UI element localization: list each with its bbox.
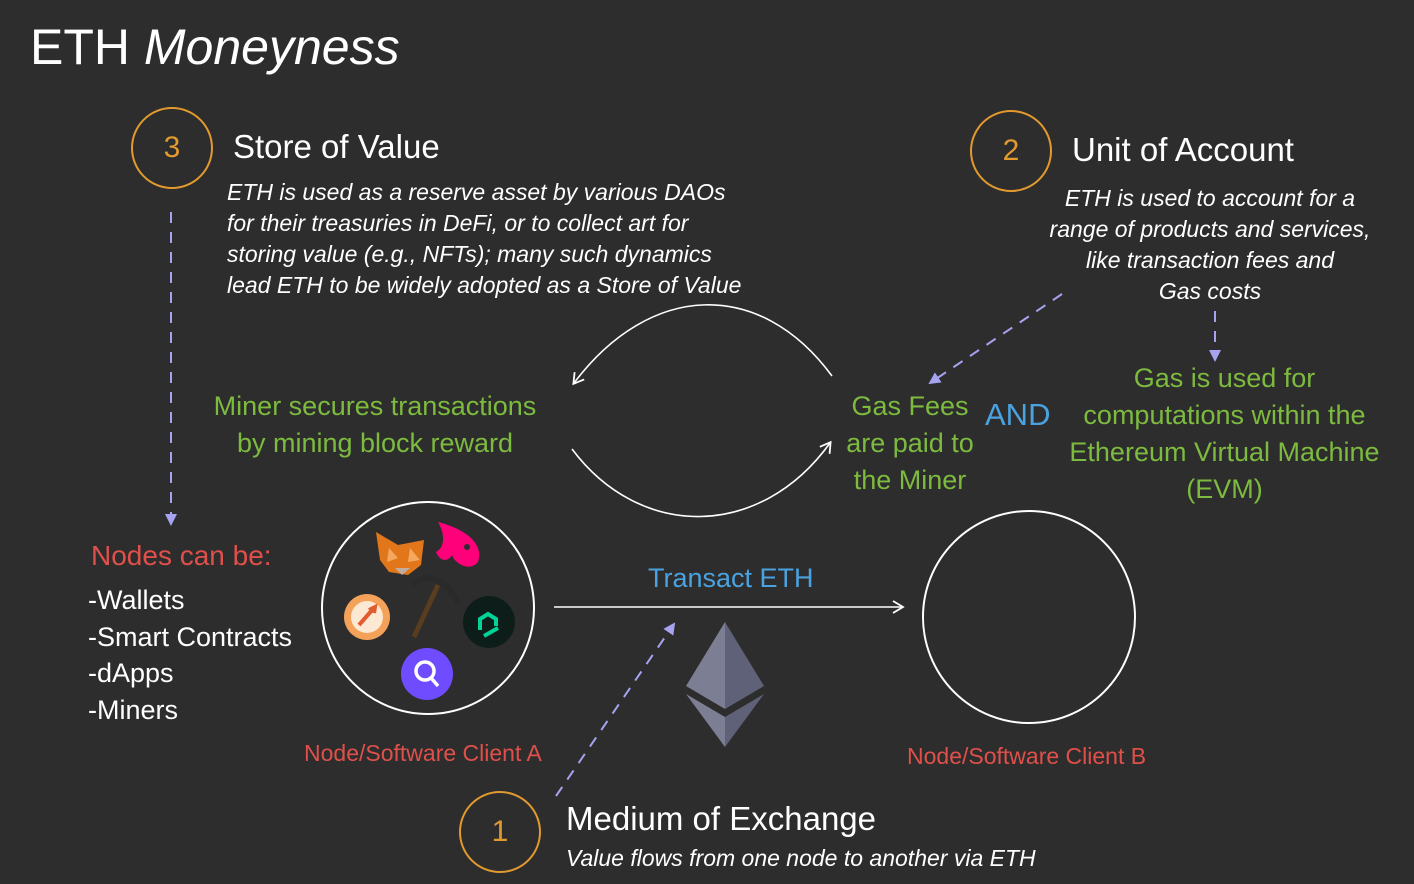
and-label: AND xyxy=(985,397,1051,432)
pickaxe-icon xyxy=(410,575,462,639)
gas-used-line: (EVM) xyxy=(1186,474,1263,504)
title-main: ETH xyxy=(30,19,130,75)
compound-icon xyxy=(463,596,515,648)
nodes-list-item: -Wallets xyxy=(88,585,185,615)
sov-line: lead ETH to be widely adopted as a Store… xyxy=(227,272,742,298)
uniswap-unicorn-icon xyxy=(436,522,480,567)
nodes-list-item: -dApps xyxy=(88,658,174,688)
number-3-circle: 3 xyxy=(131,107,213,189)
dashed-arrow-medium-to-transact xyxy=(555,622,676,797)
transact-eth-label: Transact ETH xyxy=(648,563,814,593)
medium-of-exchange-description: Value flows from one node to another via… xyxy=(566,845,1036,871)
sov-line: ETH is used as a reserve asset by variou… xyxy=(227,179,726,205)
store-of-value-description: ETH is used as a reserve asset by variou… xyxy=(227,177,827,301)
client-b-label: Node/Software Client B xyxy=(907,743,1147,769)
nodes-heading: Nodes can be: xyxy=(91,540,272,571)
miner-line: Miner secures transactions xyxy=(213,391,537,421)
nodes-list-item: -Miners xyxy=(88,694,179,725)
title-italic: Moneyness xyxy=(143,19,400,75)
dashed-arrow-unit-to-gasfees xyxy=(928,293,1063,385)
metamask-fox-icon xyxy=(376,532,424,575)
gas-used-line: Gas is used for xyxy=(1133,363,1316,393)
client-a-label: Node/Software Client A xyxy=(304,740,542,766)
number-3: 3 xyxy=(163,131,181,164)
unit-of-account-heading: Unit of Account xyxy=(1072,131,1294,168)
gas-fees-text: Gas Fees are paid to the Miner xyxy=(830,388,990,499)
miner-line: by mining block reward xyxy=(236,428,514,458)
uoa-line: like transaction fees and xyxy=(1085,247,1335,273)
gas-used-text: Gas is used for computations within the … xyxy=(1052,360,1397,508)
number-2: 2 xyxy=(1002,134,1020,167)
curve-arrow-bottom xyxy=(571,440,832,518)
medium-of-exchange-heading: Medium of Exchange xyxy=(566,800,877,837)
sov-line: for their treasuries in DeFi, or to coll… xyxy=(227,210,689,236)
page-title: ETH Moneyness xyxy=(30,18,400,76)
curve-arrow-top xyxy=(572,304,833,386)
uoa-line: ETH is used to account for a xyxy=(1064,185,1356,211)
node-client-b-circle xyxy=(922,510,1136,724)
gas-used-line: Ethereum Virtual Machine xyxy=(1069,437,1380,467)
uoa-line: range of products and services, xyxy=(1049,216,1371,242)
store-of-value-heading: Store of Value xyxy=(233,128,440,165)
uoa-line: Gas costs xyxy=(1158,278,1262,304)
number-2-circle: 2 xyxy=(970,110,1052,192)
gas-fees-line: are paid to xyxy=(846,428,974,458)
nodes-list: -Wallets -Smart Contracts -dApps -Miners xyxy=(88,582,292,728)
ethereum-logo-icon xyxy=(686,622,764,747)
number-1: 1 xyxy=(491,815,509,848)
node-client-a-circle xyxy=(321,501,535,715)
gas-used-line: computations within the xyxy=(1083,400,1366,430)
miner-text: Miner secures transactions by mining blo… xyxy=(190,388,560,462)
rocket-icon xyxy=(344,594,390,640)
unit-of-account-description: ETH is used to account for a range of pr… xyxy=(1015,183,1405,307)
sov-line: storing value (e.g., NFTs); many such dy… xyxy=(227,241,712,267)
gas-fees-line: the Miner xyxy=(853,465,967,495)
gas-fees-line: Gas Fees xyxy=(851,391,969,421)
graph-icon xyxy=(401,648,453,700)
nodes-list-item: -Smart Contracts xyxy=(88,621,293,652)
number-1-circle: 1 xyxy=(459,791,541,873)
